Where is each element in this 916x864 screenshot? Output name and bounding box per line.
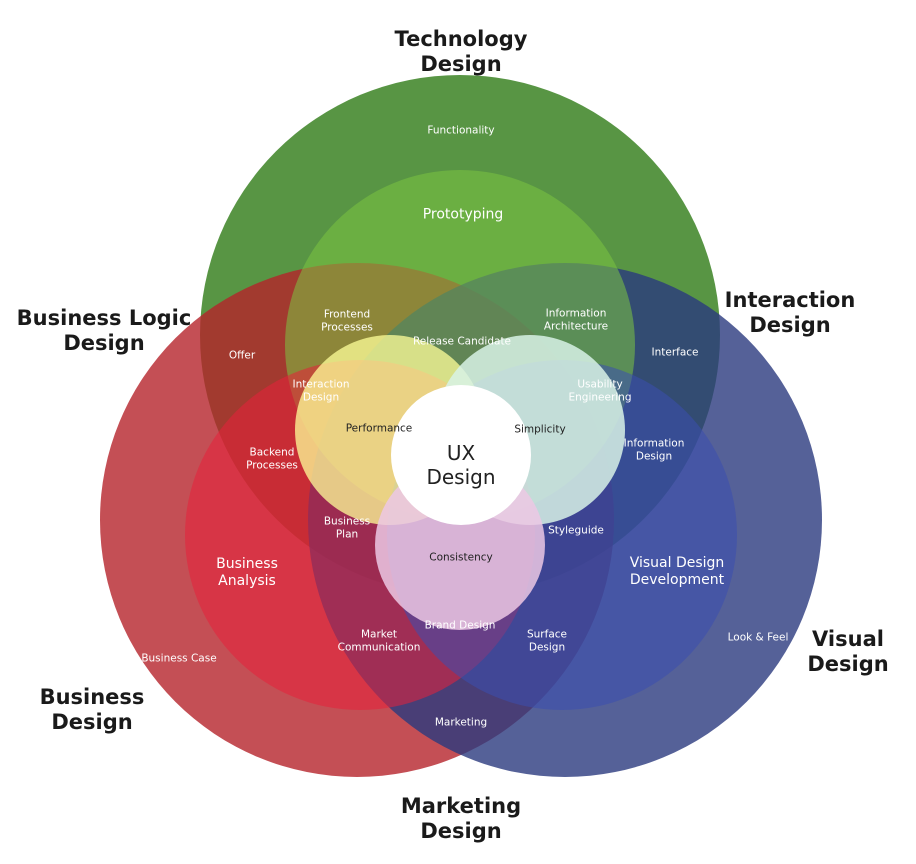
release-candidate-label: Release Candidate: [412, 335, 512, 348]
frontend-processes-label: Frontend Processes: [321, 308, 373, 333]
ux-design-label: UX Design: [426, 441, 496, 489]
surface-design-label: Surface Design: [526, 628, 568, 653]
business-case-label: Business Case: [141, 652, 217, 665]
business-logic-design-label: Business Logic Design: [16, 305, 192, 355]
performance-label: Performance: [345, 422, 413, 435]
business-design-label: Business Design: [39, 684, 145, 734]
usability-engineering-label: Usability Engineering: [568, 378, 632, 403]
simplicity-label: Simplicity: [514, 423, 566, 436]
offer-label: Offer: [228, 349, 256, 362]
business-plan-label: Business Plan: [323, 515, 371, 540]
marketing-design-label: Marketing Design: [400, 793, 522, 843]
ux-core-circle: [391, 385, 531, 525]
look-and-feel-label: Look & Feel: [727, 631, 789, 644]
market-communication-label: Market Communication: [337, 628, 421, 653]
marketing-label: Marketing: [434, 716, 488, 729]
information-architecture-label: Information Architecture: [543, 307, 609, 332]
interface-label: Interface: [651, 346, 699, 359]
consistency-label: Consistency: [429, 551, 493, 564]
styleguide-label: Styleguide: [548, 524, 604, 537]
visual-design-label: Visual Design: [807, 626, 889, 676]
information-design-label: Information Design: [623, 437, 685, 462]
backend-processes-label: Backend Processes: [246, 446, 298, 471]
visual-design-development-label: Visual Design Development: [629, 555, 725, 588]
brand-design-label: Brand Design: [424, 619, 496, 632]
business-analysis-label: Business Analysis: [216, 556, 278, 589]
interaction-design-inner-label: Interaction Design: [292, 378, 350, 403]
prototyping-label: Prototyping: [422, 206, 504, 223]
functionality-label: Functionality: [427, 124, 495, 137]
technology-design-label: Technology Design: [394, 26, 528, 76]
interaction-design-label: Interaction Design: [724, 287, 856, 337]
